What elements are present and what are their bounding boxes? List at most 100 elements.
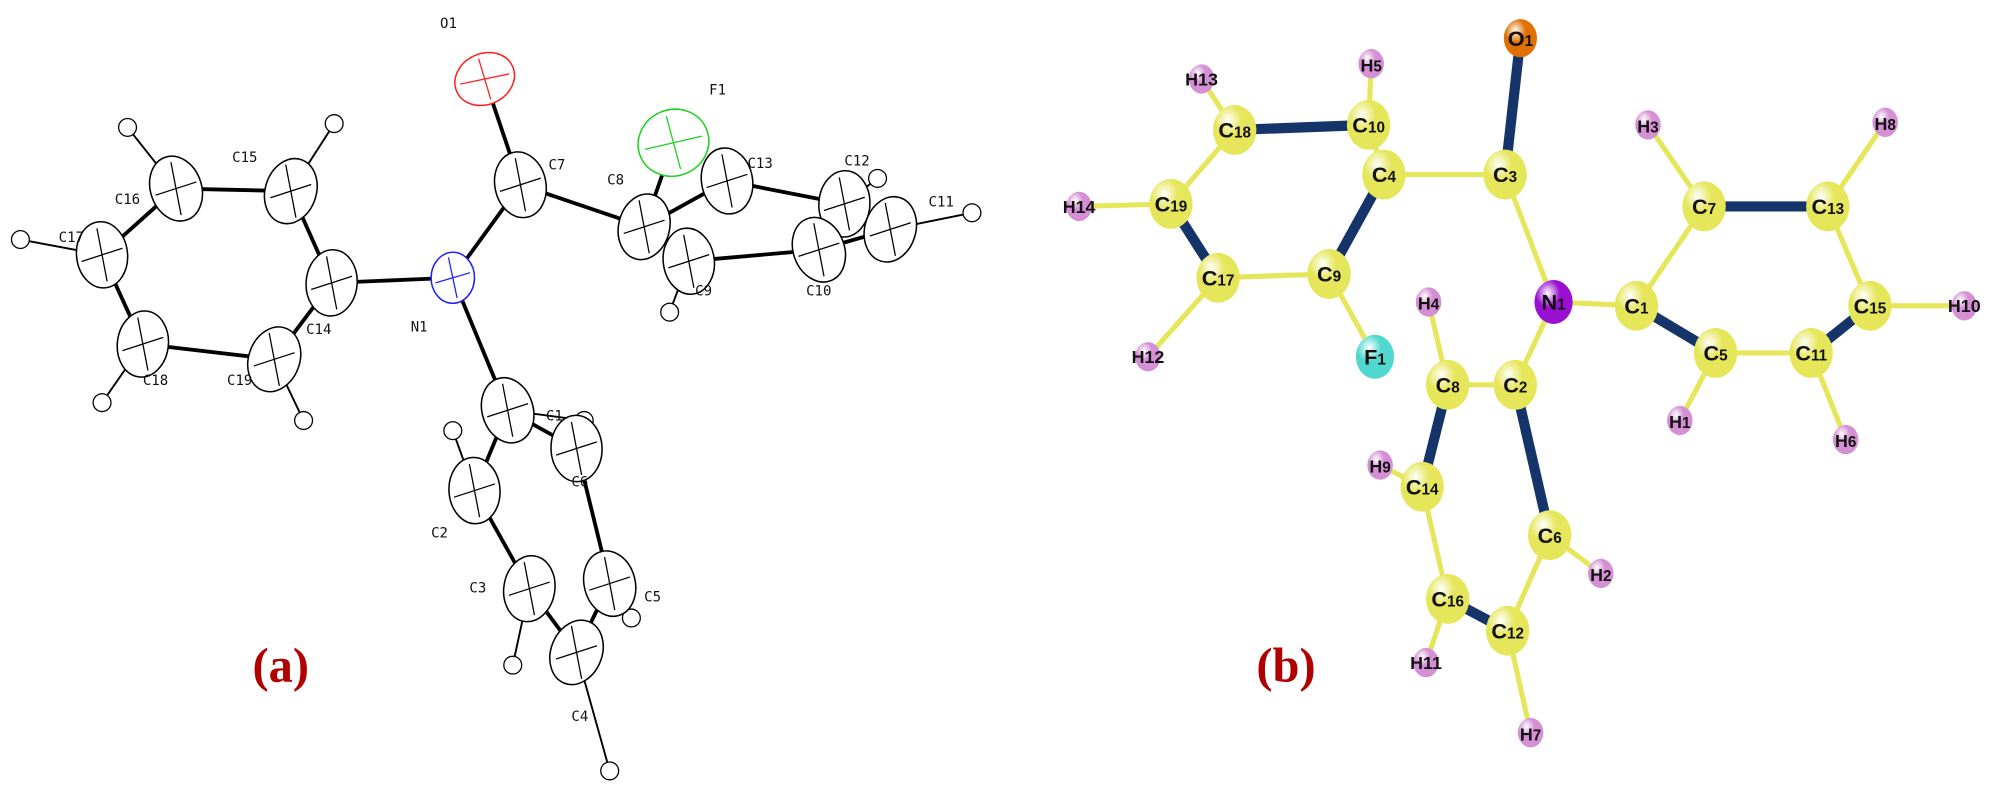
atom-index: 8 (1887, 117, 1896, 134)
atom-index: 7 (1708, 201, 1717, 218)
atom-H14: H14 (1063, 191, 1096, 222)
atom-label: H7 (1520, 724, 1541, 744)
atom-ball (1196, 252, 1240, 303)
atom-H9: H9 (1367, 450, 1393, 480)
element-symbol: C (1624, 293, 1640, 318)
element-symbol: C (1202, 265, 1218, 290)
atom-label-C2: C2 (431, 526, 448, 542)
atom-label-C1: C1 (546, 408, 563, 424)
atom-index: 12 (1507, 625, 1524, 642)
atom-label: H5 (1360, 55, 1382, 75)
atom-label-C14: C14 (306, 322, 331, 338)
atom-label-C8: C8 (607, 173, 624, 189)
atom-label: C17 (1202, 265, 1235, 290)
ortep-atom-N1 (430, 251, 476, 305)
atom-C12: C12 (1485, 605, 1530, 656)
atom-ball (1485, 605, 1530, 656)
atom-label: C2 (1503, 372, 1527, 397)
element-symbol: C (1811, 194, 1827, 219)
hydrogen-atom (503, 655, 523, 675)
atom-F1: F1 (1355, 334, 1395, 379)
atom-ball (1635, 110, 1661, 140)
atom-label: C5 (1703, 341, 1728, 366)
atom-label: C18 (1218, 118, 1251, 143)
atom-index: 6 (1553, 530, 1562, 547)
element-symbol: O (1508, 26, 1525, 51)
atom-C1: C1 (1614, 280, 1659, 331)
atom-label: C11 (1795, 341, 1827, 366)
ortep-atom-C3 (502, 554, 556, 623)
element-symbol: C (1538, 523, 1554, 548)
atom-ball (1832, 424, 1859, 455)
atom-ball (1588, 558, 1614, 589)
atom-ball (1149, 178, 1193, 229)
atom-ball (1367, 450, 1393, 480)
atom-ball (1213, 105, 1257, 155)
atom-ball (1667, 405, 1693, 436)
atom-ball (1483, 149, 1527, 200)
element-symbol: C (1692, 194, 1708, 219)
atom-ball (1682, 181, 1726, 232)
atom-label-C9: C9 (695, 284, 712, 300)
atom-ball (1951, 291, 1978, 321)
ortep-atom-C1 (480, 376, 535, 444)
atom-N1: N1 (1534, 280, 1573, 324)
atom-ball (1806, 181, 1850, 232)
hydrogen-atom (600, 761, 620, 781)
panel-a-label: (a) (253, 640, 310, 693)
atom-C15: C15 (1848, 280, 1892, 331)
atom-C8: C8 (1426, 359, 1470, 410)
hydrogen-atom (867, 168, 888, 188)
atom-C14: C14 (1400, 461, 1444, 512)
atom-C5: C5 (1693, 328, 1738, 378)
atom-label: H2 (1590, 565, 1611, 585)
atom-label: C10 (1352, 113, 1385, 138)
atom-C7: C7 (1682, 181, 1726, 232)
atom-index: 1 (1682, 415, 1691, 432)
atom-index: 6 (1848, 434, 1857, 451)
atom-index: 11 (1811, 348, 1828, 365)
atom-label: C16 (1431, 587, 1464, 612)
element-symbol: C (1503, 372, 1519, 397)
atom-ball (1307, 249, 1351, 299)
element-symbol: C (1218, 118, 1234, 143)
element-symbol: N (1541, 290, 1557, 315)
ortep-atom-C2 (448, 456, 501, 525)
atom-index: 14 (1422, 481, 1440, 498)
atom-label: C8 (1436, 372, 1461, 397)
atom-ball (1135, 342, 1161, 372)
atom-index: 4 (1388, 169, 1397, 186)
atom-label: H11 (1410, 653, 1442, 673)
atom-H2: H2 (1588, 558, 1614, 589)
ortep-atom-C7 (493, 151, 548, 219)
atom-label-C4: C4 (571, 709, 588, 725)
atom-label: C12 (1491, 618, 1524, 643)
hydrogen-atom (117, 117, 138, 137)
hydrogen-atom (92, 393, 112, 413)
atom-ball (1413, 647, 1439, 678)
atom-index: 7 (1533, 727, 1542, 744)
atom-ball (1872, 107, 1898, 137)
hydrogen-atom (660, 302, 680, 322)
atom-label: C19 (1155, 192, 1188, 217)
ortep-atom-C5 (582, 550, 637, 618)
atom-index: 19 (1170, 199, 1187, 216)
atom-C2: C2 (1493, 359, 1537, 410)
atom-ball (1346, 99, 1391, 150)
atom-label-C18: C18 (143, 373, 168, 389)
atom-index: 1 (1557, 297, 1566, 314)
atom-C17: C17 (1196, 252, 1240, 303)
atom-label: H1 (1669, 412, 1691, 432)
ortep-atom-C11 (863, 195, 918, 263)
atom-index: 17 (1217, 272, 1234, 289)
atom-C10: C10 (1346, 99, 1391, 150)
atom-label-C19: C19 (227, 373, 252, 389)
atom-C18: C18 (1213, 105, 1257, 155)
atom-H5: H5 (1358, 49, 1384, 79)
atom-index: 4 (1431, 297, 1440, 314)
atom-index: 5 (1373, 58, 1382, 75)
atom-ball (1400, 461, 1444, 512)
atom-index: 1 (1640, 300, 1649, 317)
